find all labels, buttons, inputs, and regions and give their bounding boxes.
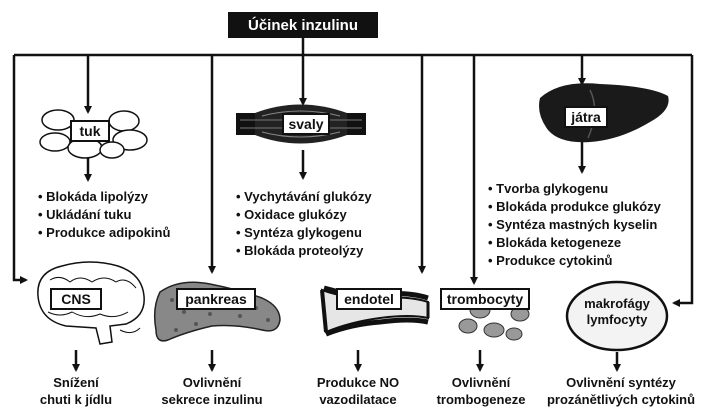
makrofagy-outcome-line2: prozánětlivých cytokinů — [542, 391, 700, 408]
tuk-label: tuk — [70, 120, 110, 142]
list-item: Oxidace glukózy — [236, 206, 372, 224]
makrofagy-label: makrofágy lymfocyty — [571, 296, 663, 328]
list-item: Blokáda proteolýzy — [236, 242, 372, 260]
endotel-label: endotel — [336, 288, 402, 310]
pankreas-label: pankreas — [176, 288, 256, 310]
trombocyty-label: trombocyty — [440, 288, 530, 310]
diagram-title: Účinek inzulinu — [228, 12, 378, 38]
makrofagy-outcome-line1: Ovlivnění syntézy — [542, 374, 700, 391]
list-item: Produkce cytokinů — [488, 252, 661, 270]
pankreas-outcome-line1: Ovlivnění — [146, 374, 278, 391]
list-item: Blokáda produkce glukózy — [488, 198, 661, 216]
list-item: Blokáda lipolýzy — [38, 188, 170, 206]
list-item: Produkce adipokinů — [38, 224, 170, 242]
endotel-outcome: Produkce NO vazodilatace — [302, 374, 414, 408]
pankreas-outcome: Ovlivnění sekrece inzulinu — [146, 374, 278, 408]
makrofagy-label-line2: lymfocyty — [571, 312, 663, 328]
cns-outcome-line2: chuti k jídlu — [26, 391, 126, 408]
svaly-label: svaly — [282, 113, 330, 135]
trombocyty-outcome: Ovlivnění trombogeneze — [426, 374, 536, 408]
cns-outcome-line1: Snížení — [26, 374, 126, 391]
list-item: Ukládání tuku — [38, 206, 170, 224]
cns-outcome: Snížení chuti k jídlu — [26, 374, 126, 408]
list-item: Tvorba glykogenu — [488, 180, 661, 198]
trombocyty-outcome-line2: trombogeneze — [426, 391, 536, 408]
cns-label: CNS — [50, 288, 102, 310]
arrow-to-cns — [14, 55, 26, 280]
endotel-outcome-line1: Produkce NO — [302, 374, 414, 391]
makrofagy-label-line1: makrofágy — [571, 296, 663, 312]
list-item: Syntéza glykogenu — [236, 224, 372, 242]
tuk-effects-list: Blokáda lipolýzy Ukládání tuku Produkce … — [38, 188, 170, 242]
jatra-label: játra — [564, 106, 608, 128]
pankreas-outcome-line2: sekrece inzulinu — [146, 391, 278, 408]
list-item: Blokáda ketogeneze — [488, 234, 661, 252]
jatra-effects-list: Tvorba glykogenu Blokáda produkce glukóz… — [488, 180, 661, 270]
list-item: Syntéza mastných kyselin — [488, 216, 661, 234]
arrow-to-makrofagy — [674, 55, 692, 303]
svaly-effects-list: Vychytávání glukózy Oxidace glukózy Synt… — [236, 188, 372, 260]
trombocyty-outcome-line1: Ovlivnění — [426, 374, 536, 391]
makrofagy-outcome: Ovlivnění syntézy prozánětlivých cytokin… — [542, 374, 700, 408]
endotel-outcome-line2: vazodilatace — [302, 391, 414, 408]
list-item: Vychytávání glukózy — [236, 188, 372, 206]
